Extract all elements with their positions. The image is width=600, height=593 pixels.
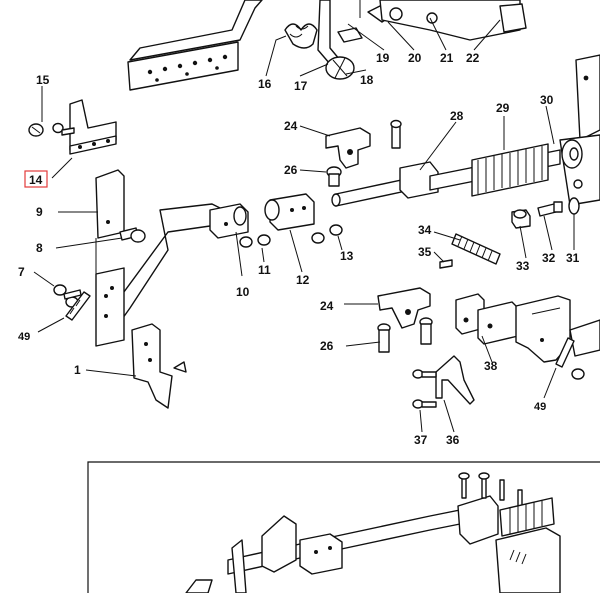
part-8-screw	[119, 227, 146, 243]
callout-12: 12	[296, 273, 310, 287]
part-1-lever	[95, 203, 233, 409]
callout-15: 15	[36, 73, 50, 87]
callout-28: 28	[450, 109, 464, 123]
callout-7: 7	[18, 265, 25, 279]
part-13-screws	[311, 224, 343, 244]
callout-9: 9	[36, 205, 43, 219]
callout-14-highlight	[24, 170, 48, 188]
callout-34: 34	[418, 223, 432, 237]
callout-8: 8	[36, 241, 43, 255]
part-10-collar	[209, 203, 249, 239]
callout-37: 37	[414, 433, 428, 447]
part-49-pin-right	[555, 337, 585, 380]
part-33-bushing	[511, 209, 531, 229]
callout-10: 10	[236, 285, 250, 299]
right-edge-parts	[559, 54, 600, 206]
part-38-plates	[455, 293, 519, 345]
part-37-screws	[412, 369, 437, 409]
callout-13: 13	[340, 249, 354, 263]
callout-49-right: 49	[534, 401, 546, 413]
part-11-screws	[239, 234, 271, 248]
callout-11: 11	[258, 263, 271, 277]
part-15-screws	[28, 122, 75, 137]
callout-20: 20	[408, 51, 422, 65]
callout-19: 19	[376, 51, 390, 65]
part-14-bracket	[69, 99, 117, 155]
callout-14: 14	[29, 173, 43, 187]
callout-24-lower: 24	[320, 299, 334, 313]
callout-22: 22	[466, 51, 480, 65]
callout-36: 36	[446, 433, 460, 447]
part-34-spring	[451, 233, 501, 265]
callout-26-lower: 26	[320, 339, 334, 353]
part-29-spring	[471, 143, 549, 197]
callout-49-left: 49	[18, 331, 30, 343]
callout-1: 1	[74, 363, 81, 377]
callout-17: 17	[294, 79, 308, 93]
top-bracket-assembly	[127, 0, 527, 91]
callout-32: 32	[542, 251, 556, 265]
part-24-bracket-lower	[377, 287, 431, 329]
part-9-plate	[95, 169, 125, 239]
callout-16: 16	[258, 77, 272, 91]
part-32-pin	[537, 201, 563, 217]
inset-detail	[87, 461, 600, 593]
callout-18: 18	[360, 73, 374, 87]
part-12-collar	[264, 193, 315, 231]
part-49-pin-left	[65, 291, 91, 321]
part-36-lever	[435, 355, 475, 405]
part-24-bracket-upper	[325, 127, 371, 169]
callout-26-upper: 26	[284, 163, 298, 177]
callout-31: 31	[566, 251, 580, 265]
callout-24-upper: 24	[284, 119, 298, 133]
part-30-collar	[561, 139, 583, 169]
right-bracket	[515, 295, 600, 363]
callout-21: 21	[440, 51, 454, 65]
part-26-screw-upper	[326, 166, 342, 187]
callout-29: 29	[496, 101, 510, 115]
callout-30: 30	[540, 93, 554, 107]
leader-lines	[33, 17, 575, 433]
callout-38: 38	[484, 359, 498, 373]
small-screw-upper	[390, 119, 402, 149]
callout-33: 33	[516, 259, 530, 273]
callout-labels: 15 14 9 8 7 49 1 10 11 12 13 16 17 18 19…	[18, 51, 580, 447]
part-26-screws-lower	[377, 317, 433, 353]
callout-35: 35	[418, 245, 432, 259]
part-31-washer	[568, 197, 580, 215]
part-35-screw	[439, 259, 453, 269]
